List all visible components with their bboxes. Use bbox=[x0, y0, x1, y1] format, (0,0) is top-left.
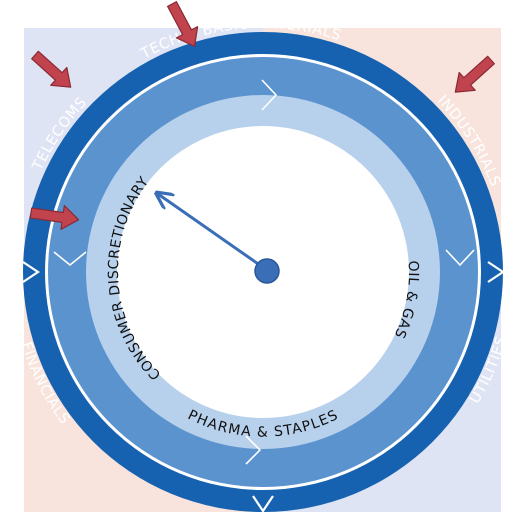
pointer-arrow-icon bbox=[158, 194, 266, 270]
red-arrow-icon bbox=[31, 50, 72, 88]
chevron-right bbox=[487, 261, 505, 283]
pointer-hub bbox=[254, 258, 280, 284]
chevron-middle-top bbox=[261, 79, 278, 111]
chevron-middle-bottom bbox=[245, 435, 262, 465]
red-arrow-icon bbox=[29, 204, 80, 230]
chevron-middle-left bbox=[53, 251, 87, 267]
chevron-middle-right bbox=[445, 249, 475, 267]
red-arrow-icon bbox=[166, 1, 199, 47]
chevron-bottom bbox=[252, 495, 274, 513]
red-arrow-icon bbox=[454, 55, 495, 93]
chevron-left bbox=[22, 261, 40, 283]
